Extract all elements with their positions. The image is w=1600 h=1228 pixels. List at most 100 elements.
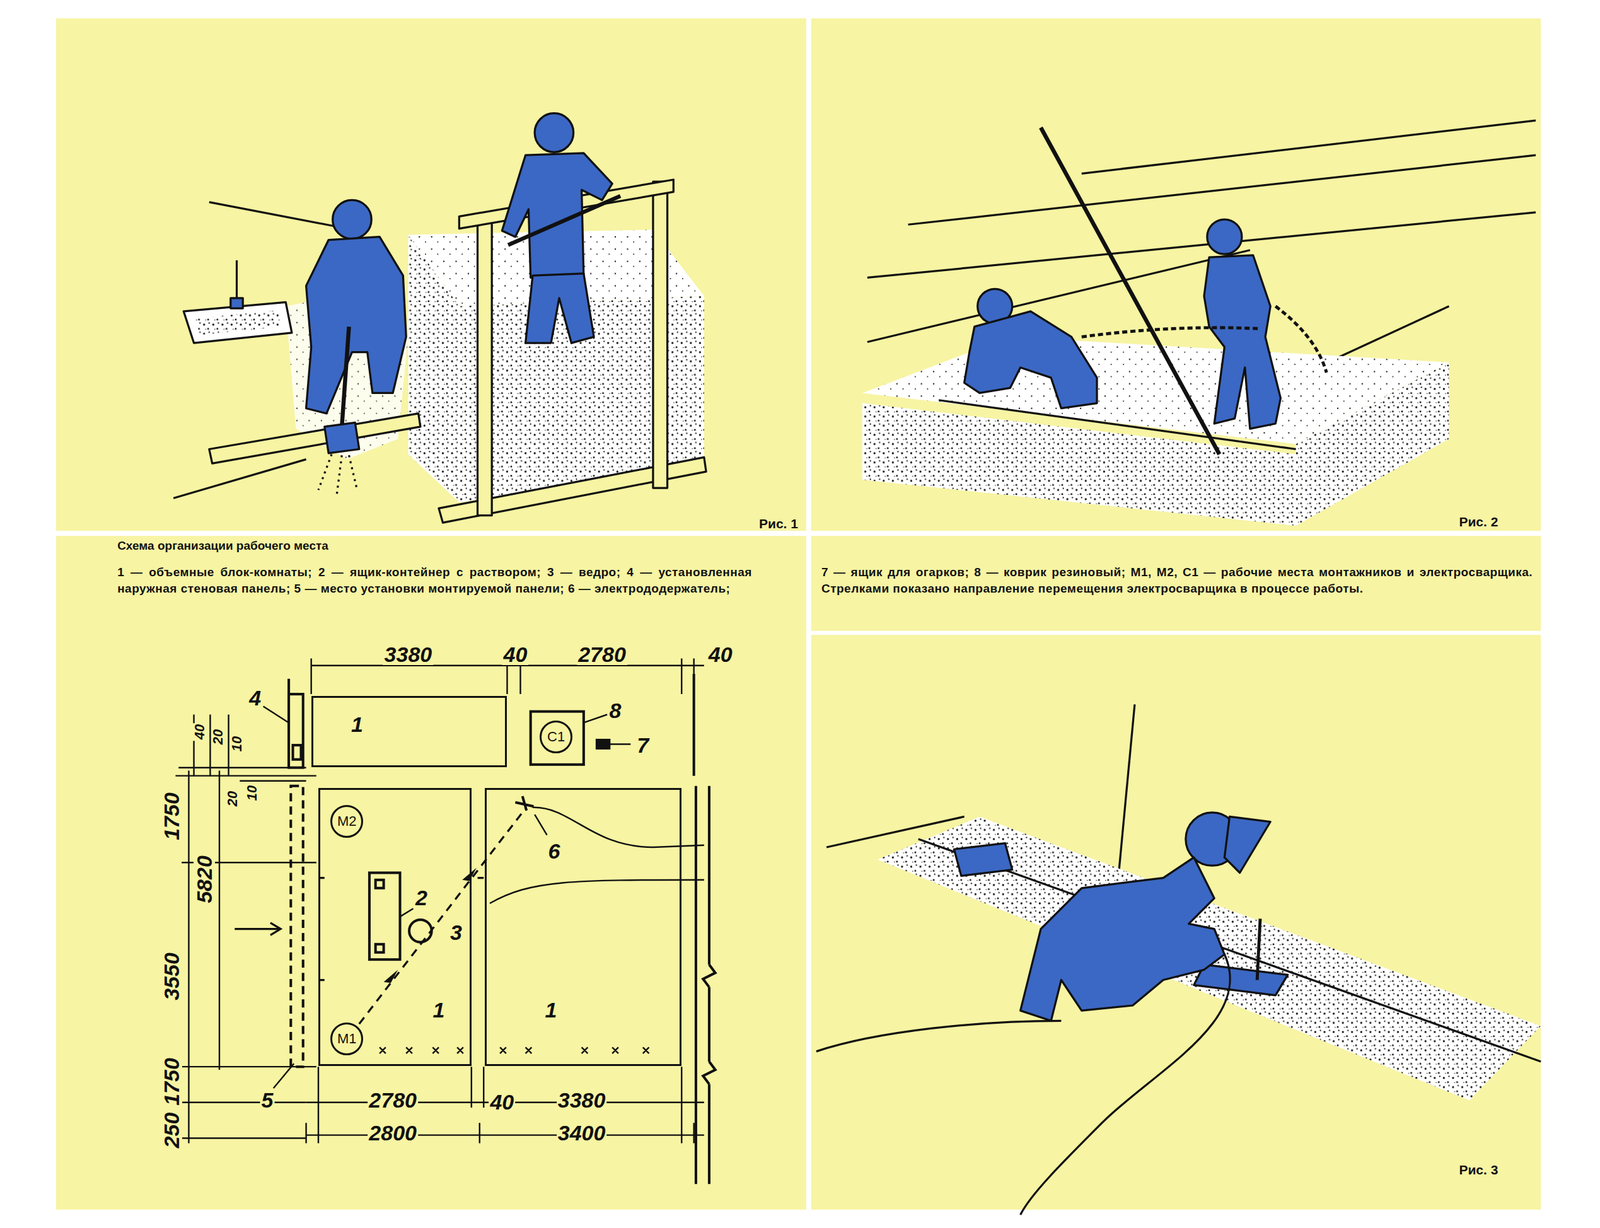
dimension-label: 2780 [367, 1089, 418, 1111]
workplace-label: С1 [547, 728, 565, 746]
dimension-label: 3380 [383, 643, 434, 666]
floor-plan-part [187, 771, 190, 1144]
diagram-title: Схема организации рабочего места [117, 539, 329, 552]
figure-2-part [1204, 255, 1281, 429]
callout-number: 3 [448, 921, 464, 944]
panel-grounds-part [56, 535, 807, 1210]
figure-label: Рис. 2 [1458, 515, 1498, 529]
dimension-label: 40 [192, 722, 207, 741]
dimension-label: 1750 [160, 791, 183, 842]
figure-1-part [209, 202, 337, 227]
figure-1-part [318, 454, 358, 496]
floor-plan-part [306, 1066, 695, 1143]
floor-plan-part [515, 796, 534, 811]
dimension-label: 20 [225, 789, 240, 808]
figure-2-part [1081, 306, 1327, 373]
figure-3-part [1020, 954, 1231, 1215]
figure-1-part [653, 181, 668, 488]
callout-number: 6 [546, 840, 562, 862]
floor-plan-part [707, 987, 711, 1062]
floor-plan-part [702, 964, 715, 988]
dimension-label: 20 [211, 727, 226, 746]
figure-1-part [407, 234, 459, 502]
figure-1-part [332, 199, 372, 239]
figure-1-part [324, 422, 360, 454]
figure-label: Рис. 3 [1458, 1162, 1498, 1176]
dimension-label: 10 [230, 735, 244, 753]
panel-grounds-part [811, 18, 1541, 531]
panel-grounds-part [811, 535, 1541, 632]
figure-2-part [964, 311, 1097, 409]
floor-plan [175, 658, 715, 1184]
figure-2 [862, 120, 1536, 526]
block-room: 1 М2М1 [318, 788, 472, 1067]
figure-2-part [867, 212, 1536, 279]
floor-plan-part [530, 711, 584, 765]
workplace-label: М2 [337, 813, 357, 830]
dimension-label: 40 [501, 643, 529, 666]
floor-plan-part [534, 814, 547, 835]
floor-plan-part [288, 694, 304, 768]
room-number: 1 [433, 999, 446, 1021]
dimension-label: 40 [488, 1091, 516, 1113]
floor-plan-part [369, 872, 401, 960]
room-number: 1 [351, 713, 364, 736]
figure-2-part [938, 400, 1297, 450]
floor-plan-part [234, 922, 281, 935]
figure-3-part [1224, 816, 1271, 873]
workplace-circle: С1 [539, 720, 573, 754]
floor-plan-part [359, 808, 526, 1024]
floor-plan-part [175, 776, 316, 1139]
figure-1-part [477, 219, 493, 516]
figure-2-part [1081, 120, 1536, 174]
floor-plan-part [293, 745, 302, 760]
figure-1-part [508, 196, 621, 246]
dimension-label: 3550 [160, 951, 183, 1002]
floor-plan-part [375, 880, 384, 889]
floor-plan-part [707, 786, 711, 965]
floor-plan-part [273, 1063, 294, 1089]
floor-plan-part [318, 878, 484, 981]
floor-plan-part [608, 743, 631, 745]
figure-3 [816, 704, 1541, 1215]
floor-plan-part [583, 714, 608, 723]
figure-1 [173, 113, 707, 523]
callout-number: 5 [260, 1089, 275, 1111]
dimension-label: 2780 [576, 643, 628, 666]
callout-number: 2 [414, 886, 429, 909]
panel-grounds-part [811, 634, 1541, 1210]
dimension-label: 1750 [160, 1056, 183, 1108]
block-room: 1 [484, 788, 682, 1067]
floor-plan-part [178, 714, 306, 781]
floor-plan-part [462, 867, 477, 881]
dimension-label: 10 [245, 783, 260, 802]
workplace-label: М1 [337, 1030, 357, 1048]
figure-1-part [209, 413, 421, 464]
floor-plan-part [383, 969, 399, 983]
legend-text: 7 — ящик для огарков; 8 — коврик резинов… [821, 564, 1533, 597]
dimension-label: 2800 [367, 1122, 418, 1144]
floor-plan-part [379, 1047, 649, 1054]
figure-label: Рис. 1 [759, 516, 799, 531]
figure-2-part [1207, 219, 1242, 255]
figure-1-part [525, 273, 594, 343]
room-number: 1 [545, 999, 558, 1021]
block-room: 1 [311, 695, 508, 768]
dimension-label: 250 [160, 1111, 183, 1150]
floor-plan-part [400, 908, 414, 917]
dimension-label: 40 [707, 643, 734, 666]
figure-1-part [173, 459, 306, 499]
figure-1-part [534, 113, 574, 153]
figure-3-part [1020, 857, 1225, 1021]
panel-grounds-part [56, 18, 807, 531]
floor-plan-part [218, 771, 221, 1070]
figure-3-part [1257, 918, 1261, 980]
callout-number: 7 [635, 734, 650, 756]
dimension-label: 3380 [556, 1089, 608, 1111]
floor-plan-part [263, 706, 289, 724]
legend-text: 1 — объемные блок-комнаты; 2 — ящик-конт… [117, 564, 753, 597]
figure-1-part [306, 237, 407, 414]
floor-plan-part [692, 673, 696, 777]
